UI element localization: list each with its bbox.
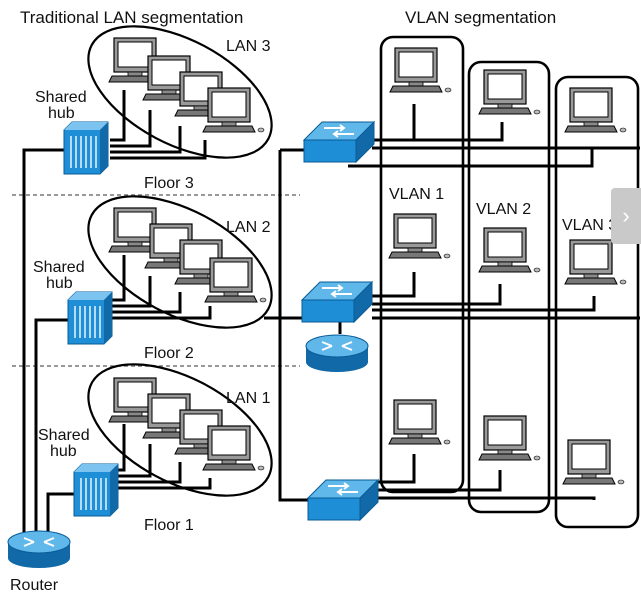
hub-1-label-line2: hub <box>50 443 77 460</box>
chevron-right-icon: › <box>622 203 630 228</box>
hub-3-label-line2: hub <box>48 105 75 122</box>
router-icon <box>7 530 71 569</box>
vlan-1-label: VLAN 1 <box>389 186 444 203</box>
hub-2-label-line2: hub <box>46 275 73 292</box>
lan-3-boundary <box>87 25 273 159</box>
switch-middle-icon <box>301 281 373 323</box>
lan3-computer-4 <box>202 87 265 133</box>
vlan3-computer-bottom <box>562 439 625 485</box>
hub-3-label-line1: Shared <box>35 89 87 106</box>
shared-hub-floor-1-icon <box>73 463 119 517</box>
lan2-computer-4 <box>204 257 267 303</box>
vlan3-computer-top <box>564 87 627 133</box>
lan-2-label: LAN 2 <box>226 219 271 236</box>
hub-2-label-line1: Shared <box>33 259 85 276</box>
vlan1-computer-top <box>389 47 452 93</box>
vlan-1-boundary <box>379 35 465 494</box>
lan-1-boundary <box>87 363 273 497</box>
vlan-title: VLAN segmentation <box>405 8 556 27</box>
vlan3-computer-mid <box>564 239 627 285</box>
hub-1-label-line1: Shared <box>38 427 90 444</box>
floor-2-label: Floor 2 <box>144 345 194 362</box>
floor-3-label: Floor 3 <box>144 175 194 192</box>
vlan-2-boundary <box>467 60 551 514</box>
router-label: Router <box>10 577 59 594</box>
vlan2-computer-top <box>478 69 541 115</box>
network-cabling <box>22 90 640 540</box>
vlan-3-label: VLAN 3 <box>562 217 617 234</box>
vlan-2-label: VLAN 2 <box>476 201 531 218</box>
traditional-lan-title: Traditional LAN segmentation <box>20 8 243 27</box>
next-slide-button[interactable]: › <box>611 188 641 244</box>
switch-top-icon <box>303 121 375 163</box>
lan1-computer-4 <box>202 425 265 471</box>
switch-bottom-icon <box>307 479 379 521</box>
vlan1-computer-mid <box>388 213 451 259</box>
router-center-icon <box>305 334 369 373</box>
vlan-3-boundary <box>554 75 640 529</box>
shared-hub-floor-2-icon <box>67 291 113 345</box>
vlan2-computer-mid <box>478 227 541 273</box>
vlan1-computer-bottom <box>388 399 451 445</box>
lan-1-label: LAN 1 <box>226 390 271 407</box>
floor-1-label: Floor 1 <box>144 517 194 534</box>
lan-2-boundary <box>87 195 273 329</box>
lan-3-label: LAN 3 <box>226 38 271 55</box>
vlan2-computer-bottom <box>478 415 541 461</box>
shared-hub-floor-3-icon <box>63 121 109 175</box>
